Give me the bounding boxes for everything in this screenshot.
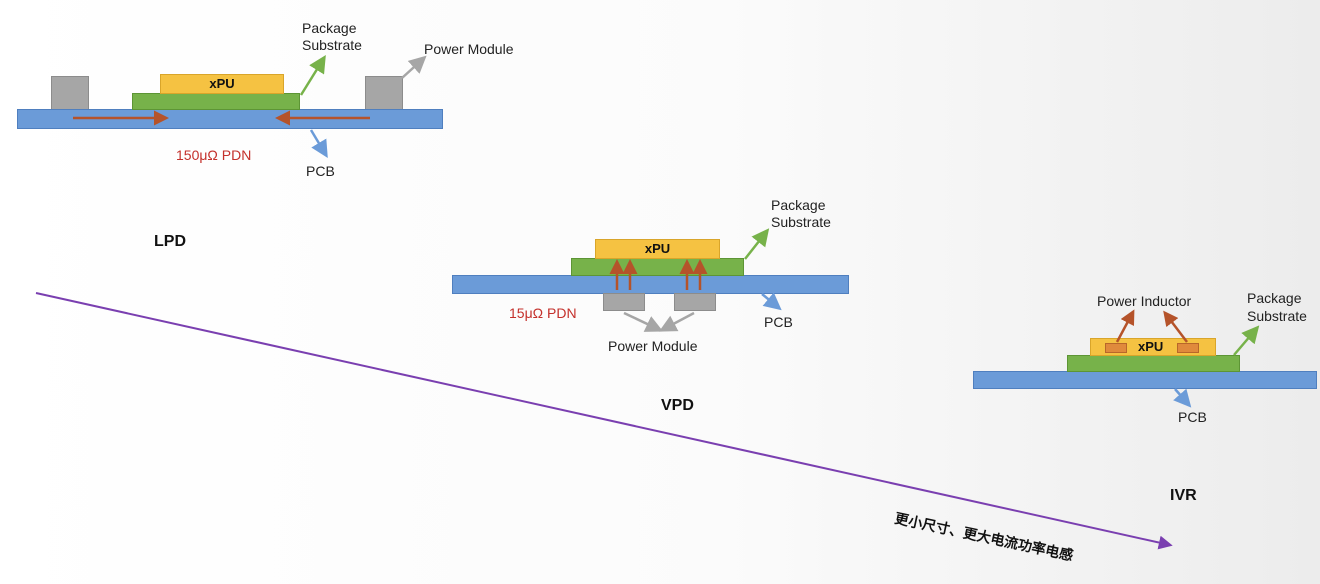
ivr-title: IVR [1170,487,1197,504]
vpd-pcb-arrow [761,292,782,311]
ivr-power-inductor-right [1177,343,1199,353]
lpd-substrate-label-1: Package [302,20,357,36]
vpd-substrate-label-1: Package [771,197,826,213]
vpd-power-module-left [603,293,645,311]
ivr-substrate-label-2: Substrate [1247,308,1307,324]
ivr-inductor-arrow-right [1163,310,1188,343]
lpd-power-module-arrow [401,55,427,79]
ivr-substrate-label-1: Package [1247,290,1302,306]
ivr-substrate-arrow [1233,325,1260,356]
vpd-pm-arrow-left [623,311,664,332]
vpd-power-module-label: Power Module [608,338,698,354]
lpd-title: LPD [154,233,186,250]
ivr-pcb-label: PCB [1178,409,1207,425]
vpd-title: VPD [661,397,694,414]
vpd-pdn-label: 15μΩ PDN [509,305,577,321]
vpd-pm-arrow-right [658,311,695,332]
vpd-pcb-label: PCB [764,314,793,330]
ivr-pcb-arrow [1173,388,1192,408]
lpd-pcb-label: PCB [306,163,335,179]
lpd-substrate-label-2: Substrate [302,37,362,53]
lpd-power-module-left [51,76,89,110]
vpd-xpu-chip: xPU [595,239,720,259]
lpd-substrate-arrow [299,55,326,96]
vpd-substrate-label-2: Substrate [771,214,831,230]
vpd-power-module-right [674,293,716,311]
lpd-power-module-right [365,76,403,110]
lpd-power-module-label: Power Module [424,41,514,57]
ivr-inductor-label: Power Inductor [1097,293,1192,309]
lpd-xpu-chip: xPU [160,74,284,94]
ivr-inductor-arrow-left [1115,309,1135,343]
trend-arrow [35,292,1173,550]
lpd-pcb-arrow [309,129,328,159]
vpd-substrate-arrow [744,228,770,260]
ivr-xpu-label: xPU [1138,339,1164,354]
lpd-pdn-label: 150μΩ PDN [176,147,252,163]
ivr-power-inductor-left [1105,343,1127,353]
